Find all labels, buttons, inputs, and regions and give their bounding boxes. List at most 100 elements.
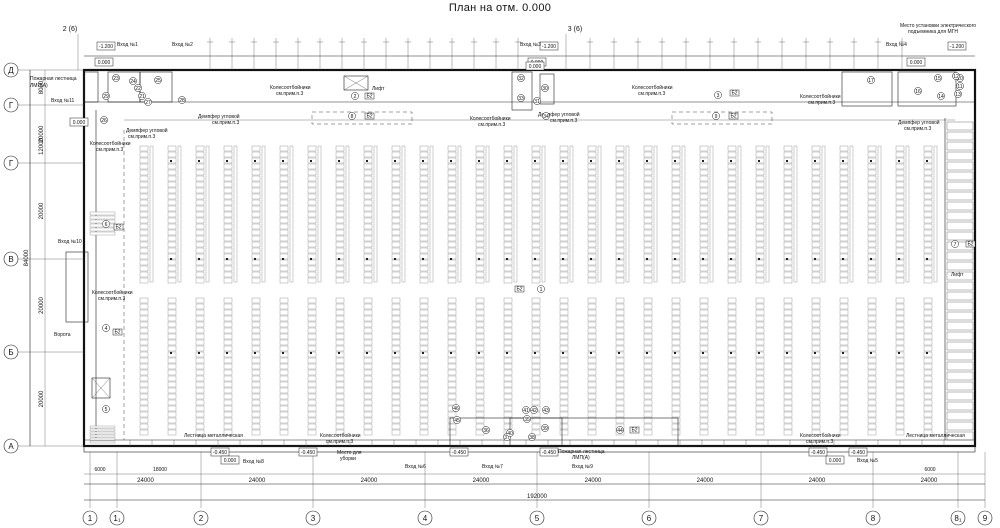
- rack-cell: [391, 241, 401, 248]
- rack-cell: [195, 327, 205, 334]
- rack-cell: [699, 381, 709, 388]
- rack-cell: [419, 321, 429, 328]
- room-number-24: 24: [130, 79, 136, 85]
- rack-cell: [167, 333, 177, 340]
- room-number-36: 36: [483, 428, 489, 434]
- rack-cell: [139, 303, 149, 310]
- rack-cell: [587, 333, 597, 340]
- label-elevator_install_2: подъемника для МГН: [908, 29, 958, 35]
- rack-cell: [867, 357, 877, 364]
- rack-cell: [503, 423, 513, 430]
- rack-cell: [587, 271, 597, 278]
- rack-aisle-mark: [597, 145, 602, 283]
- rack-cell: [503, 181, 513, 188]
- rack-cell: [279, 187, 289, 194]
- rack-cell: [755, 399, 765, 406]
- room-bubble: [506, 429, 514, 437]
- rack-cell: [587, 193, 597, 200]
- rack-cell: [335, 199, 345, 206]
- room-fire-stair: [83, 71, 99, 103]
- rack-cell: [503, 223, 513, 230]
- area-tag-3-frame: [728, 112, 739, 120]
- rack-cell: [475, 315, 485, 322]
- rack-cell: [419, 327, 429, 334]
- rack-cell: [307, 163, 317, 170]
- rack-cell: [559, 199, 569, 206]
- dim-small-0: 6000: [94, 467, 105, 473]
- rack-cell: [391, 169, 401, 176]
- rack-cell: [195, 375, 205, 382]
- rack-cell: [391, 369, 401, 376]
- rack-cell: [615, 223, 625, 230]
- rack-cell: [503, 309, 513, 316]
- rack-cell: [699, 247, 709, 254]
- column-dot: [786, 258, 788, 260]
- entrance-v1: Вход №1: [117, 42, 138, 48]
- rack-cell: [531, 175, 541, 182]
- rack-cell: [839, 205, 849, 212]
- rack-cell: [727, 303, 737, 310]
- rack-cell: [279, 399, 289, 406]
- rack-cell: [447, 297, 457, 304]
- rack-cell: [391, 381, 401, 388]
- rack-cell: [643, 417, 653, 424]
- column-dot: [478, 258, 480, 260]
- rack-cell: [699, 187, 709, 194]
- rack-cell: [727, 259, 737, 266]
- rack-cell: [391, 357, 401, 364]
- rack-cell: [419, 429, 429, 436]
- rack-cell: [419, 199, 429, 206]
- rack-cell: [783, 163, 793, 170]
- rack-aisle-mark: [205, 145, 210, 283]
- column-dot: [422, 352, 424, 354]
- rack-cell: [531, 417, 541, 424]
- rack-cell: [923, 423, 933, 430]
- room-number-26: 26: [101, 118, 107, 124]
- rack-cell: [783, 271, 793, 278]
- rack-cell: [699, 175, 709, 182]
- rack-cell: [587, 277, 597, 284]
- level-frame: [539, 41, 559, 51]
- dim-left-2: 20000: [39, 202, 45, 219]
- rack-cell: [783, 235, 793, 242]
- rack-cell: [615, 363, 625, 370]
- rack-cell: [755, 309, 765, 316]
- rack-cell: [587, 345, 597, 352]
- room-bubble: [102, 92, 110, 100]
- rack-cell: [167, 363, 177, 370]
- room-number-23: 23: [113, 76, 119, 82]
- rack-column: [755, 145, 770, 436]
- rack-cell: [531, 163, 541, 170]
- rack-cell: [307, 205, 317, 212]
- rack-cell: [419, 405, 429, 412]
- rack-cell: [923, 429, 933, 436]
- rack-cell: [391, 217, 401, 224]
- rack-cell: [279, 241, 289, 248]
- rack-cell: [447, 327, 457, 334]
- rack-cell: [475, 321, 485, 328]
- entrance-v11: Вход №11: [51, 98, 74, 104]
- rack-cell: [811, 303, 821, 310]
- rack-cell: [587, 363, 597, 370]
- rack-cell: [923, 333, 933, 340]
- rack-cell: [587, 357, 597, 364]
- rack-cell: [279, 429, 289, 436]
- rack-cell: [195, 405, 205, 412]
- rack-cell: [363, 271, 373, 278]
- rack-cell: [839, 247, 849, 254]
- rack-cell: [307, 265, 317, 272]
- rack-cell: [867, 277, 877, 284]
- left-rack: [89, 431, 116, 435]
- rack-cell: [223, 303, 233, 310]
- rack-cell: [643, 169, 653, 176]
- rack-cell: [671, 399, 681, 406]
- rack-cell: [755, 315, 765, 322]
- rack-cell: [839, 265, 849, 272]
- label-wheel_stop_2: Колесоотбойники: [632, 84, 673, 91]
- rack-cell: [167, 357, 177, 364]
- rack-cell: [783, 169, 793, 176]
- rack-cell: [251, 163, 261, 170]
- rack-cell: [895, 375, 905, 382]
- rack-cell: [503, 229, 513, 236]
- rack-cell: [195, 363, 205, 370]
